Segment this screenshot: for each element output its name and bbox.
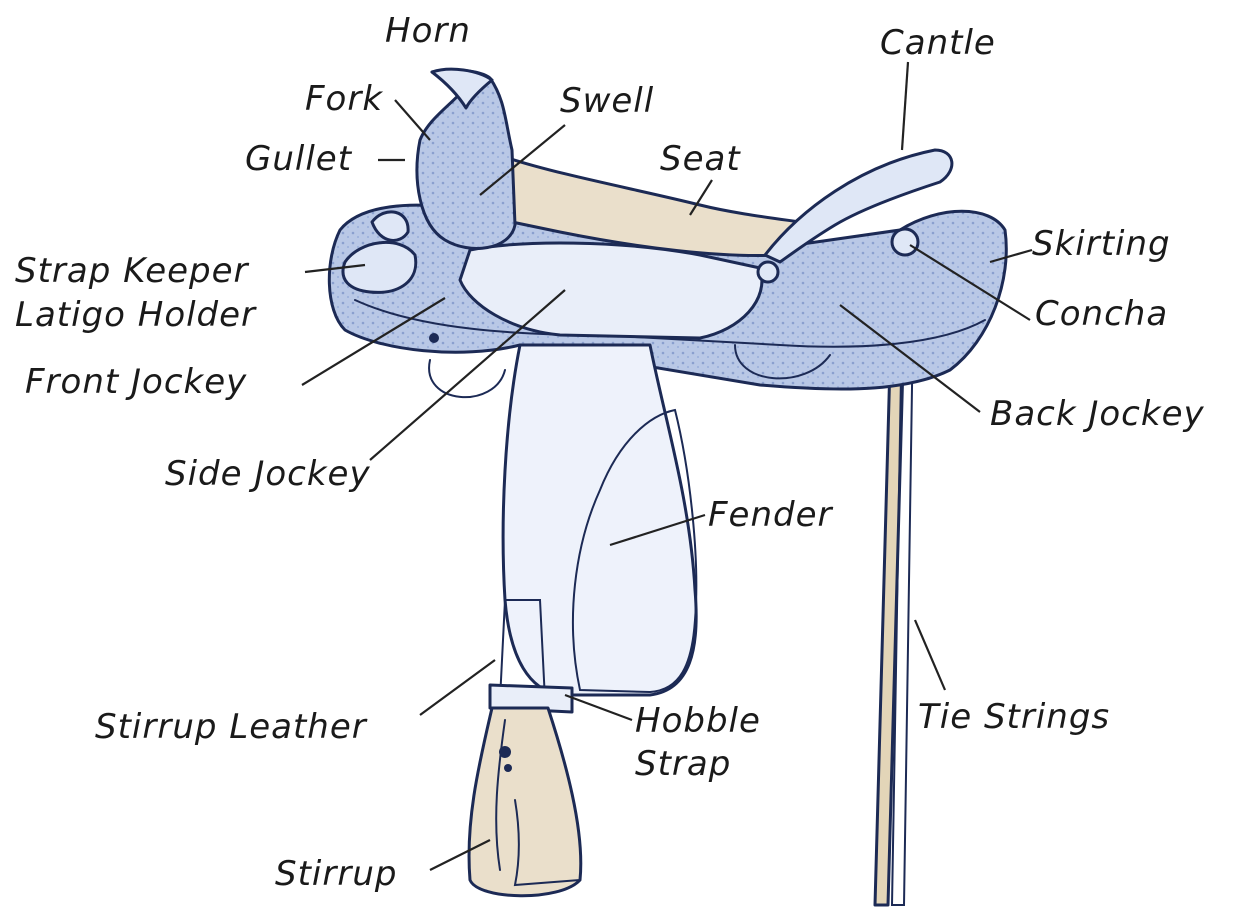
label-strap-keeper: Strap Keeper xyxy=(15,251,250,291)
front-rigging-ring xyxy=(429,360,505,397)
label-back-jockey: Back Jockey xyxy=(990,394,1205,434)
label-horn: Horn xyxy=(385,11,471,51)
label-front-jockey: Front Jockey xyxy=(25,362,247,402)
label-stirrup: Stirrup xyxy=(275,854,397,894)
concha xyxy=(892,229,918,255)
label-side-jockey: Side Jockey xyxy=(165,454,371,494)
label-strap: Strap xyxy=(635,744,731,784)
label-gullet: Gullet xyxy=(245,139,353,179)
label-seat: Seat xyxy=(660,139,741,179)
stirrup xyxy=(469,708,581,896)
label-latigo-holder: Latigo Holder xyxy=(15,295,257,335)
label-fender: Fender xyxy=(708,495,834,535)
label-skirting: Skirting xyxy=(1032,224,1171,264)
label-cantle: Cantle xyxy=(880,23,996,63)
label-hobble: Hobble xyxy=(635,701,761,741)
label-concha: Concha xyxy=(1035,294,1168,334)
label-swell: Swell xyxy=(560,81,654,121)
rear-concha xyxy=(758,262,778,282)
fender xyxy=(503,345,696,695)
label-fork: Fork xyxy=(305,79,383,119)
label-tie-strings: Tie Strings xyxy=(918,697,1110,737)
label-stirrup-leather: Stirrup Leather xyxy=(95,707,368,747)
